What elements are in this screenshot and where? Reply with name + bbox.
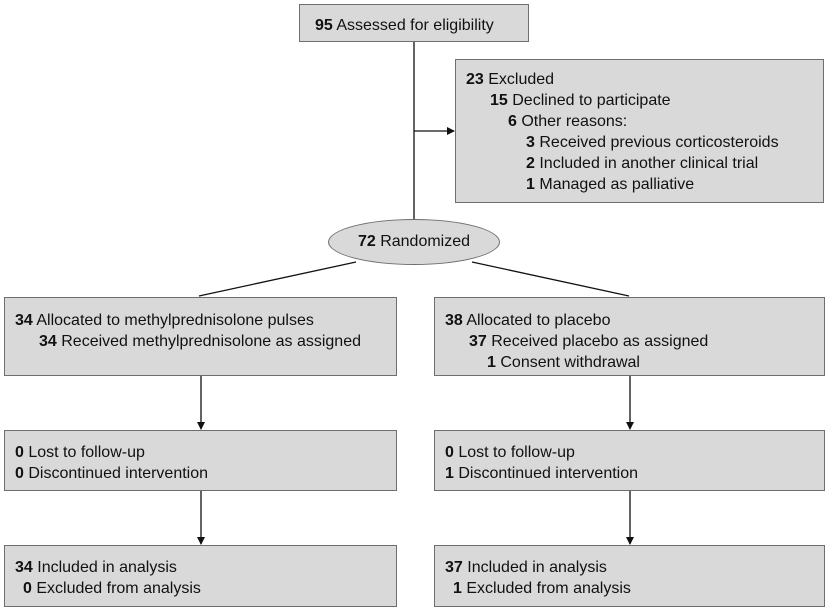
left-excluded-label: Excluded from analysis [36, 580, 201, 597]
other-trial-label: Included in another clinical trial [539, 155, 759, 172]
left-lost-count: 0 [15, 444, 24, 461]
right-withdrawal-count: 1 [487, 354, 496, 371]
left-received-count: 34 [39, 333, 57, 350]
right-analysis-box: 37 Included in analysis 1 Excluded from … [434, 545, 825, 607]
left-excluded-count: 0 [23, 580, 32, 597]
excluded-count: 23 [466, 71, 484, 88]
left-received-label: Received methylprednisolone as assigned [61, 333, 361, 350]
line-randomized-to-left [198, 261, 357, 297]
palliative-label: Managed as palliative [539, 176, 695, 193]
randomized-oval: 72 Randomized [328, 219, 500, 265]
left-discontinued-label: Discontinued intervention [28, 465, 209, 482]
left-allocated-count: 34 [15, 312, 33, 329]
other-reasons-count: 6 [508, 113, 517, 130]
left-included-count: 34 [15, 559, 33, 576]
left-allocated-label: Allocated to methylprednisolone pulses [36, 312, 314, 329]
other-reasons-label: Other reasons: [521, 113, 628, 130]
left-discontinued-count: 0 [15, 465, 24, 482]
other-trial-count: 2 [526, 155, 535, 172]
right-discontinued-label: Discontinued intervention [458, 465, 639, 482]
right-lost-label: Lost to follow-up [458, 444, 575, 461]
right-allocated-count: 38 [445, 312, 463, 329]
excluded-box: 23 Excluded 15 Declined to participate 6… [455, 59, 824, 203]
left-analysis-box: 34 Included in analysis 0 Excluded from … [4, 545, 397, 607]
left-included-label: Included in analysis [37, 559, 177, 576]
assessed-box: 95 Assessed for eligibility [299, 4, 529, 42]
right-withdrawal-label: Consent withdrawal [500, 354, 640, 371]
right-allocated-label: Allocated to placebo [466, 312, 611, 329]
steroids-count: 3 [526, 134, 535, 151]
randomized-count: 72 [357, 233, 376, 250]
left-followup-box: 0 Lost to follow-up 0 Discontinued inter… [4, 430, 397, 491]
steroids-label: Received previous corticosteroids [539, 134, 779, 151]
left-lost-label: Lost to follow-up [28, 444, 145, 461]
left-allocation-box: 34 Allocated to methylprednisolone pulse… [4, 297, 397, 376]
declined-count: 15 [490, 92, 508, 109]
right-received-label: Received placebo as assigned [491, 333, 709, 350]
palliative-count: 1 [526, 176, 535, 193]
assessed-count: 95 [315, 17, 333, 34]
right-excluded-label: Excluded from analysis [466, 580, 631, 597]
right-allocation-box: 38 Allocated to placebo 37 Received plac… [434, 297, 825, 376]
right-included-label: Included in analysis [467, 559, 607, 576]
right-excluded-count: 1 [453, 580, 462, 597]
right-followup-box: 0 Lost to follow-up 1 Discontinued inter… [434, 430, 825, 491]
line-randomized-to-right [471, 261, 630, 297]
excluded-label: Excluded [488, 71, 555, 88]
right-discontinued-count: 1 [445, 465, 454, 482]
randomized-label: Randomized [380, 233, 471, 250]
declined-label: Declined to participate [512, 92, 671, 109]
assessed-label: Assessed for eligibility [336, 17, 494, 34]
right-lost-count: 0 [445, 444, 454, 461]
right-received-count: 37 [469, 333, 487, 350]
right-included-count: 37 [445, 559, 463, 576]
